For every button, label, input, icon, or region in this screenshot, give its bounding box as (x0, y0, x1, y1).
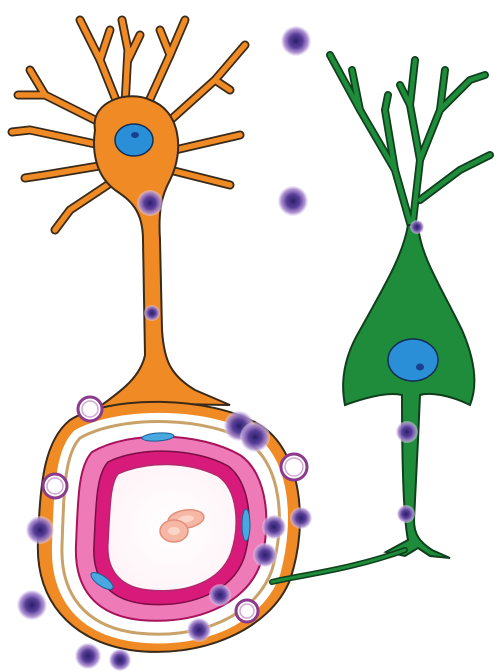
neuron (272, 55, 490, 582)
nanoparticle (396, 421, 418, 443)
astrocyte-nucleus (115, 124, 153, 156)
endothelial-nucleus (242, 509, 250, 541)
nanoparticle (281, 26, 311, 56)
nanoparticle (253, 543, 277, 567)
nanoparticle (137, 190, 163, 216)
nanoparticle (26, 516, 54, 544)
nanoparticle (262, 515, 286, 539)
neuron-nucleus (388, 339, 438, 381)
nanoparticle (278, 186, 308, 216)
nanoparticle (187, 618, 211, 642)
nanoparticle (75, 643, 101, 669)
nanoparticle (397, 505, 415, 523)
nanoparticle (17, 590, 47, 620)
astrocyte-nucleolus (131, 132, 139, 138)
nanoparticle (410, 220, 424, 234)
nanoparticle (290, 507, 312, 529)
nanoparticle (209, 584, 231, 606)
nanoparticle (109, 649, 131, 671)
neuron-nucleolus (416, 364, 424, 371)
nanoparticle (240, 422, 270, 452)
nanoparticle (144, 305, 160, 321)
